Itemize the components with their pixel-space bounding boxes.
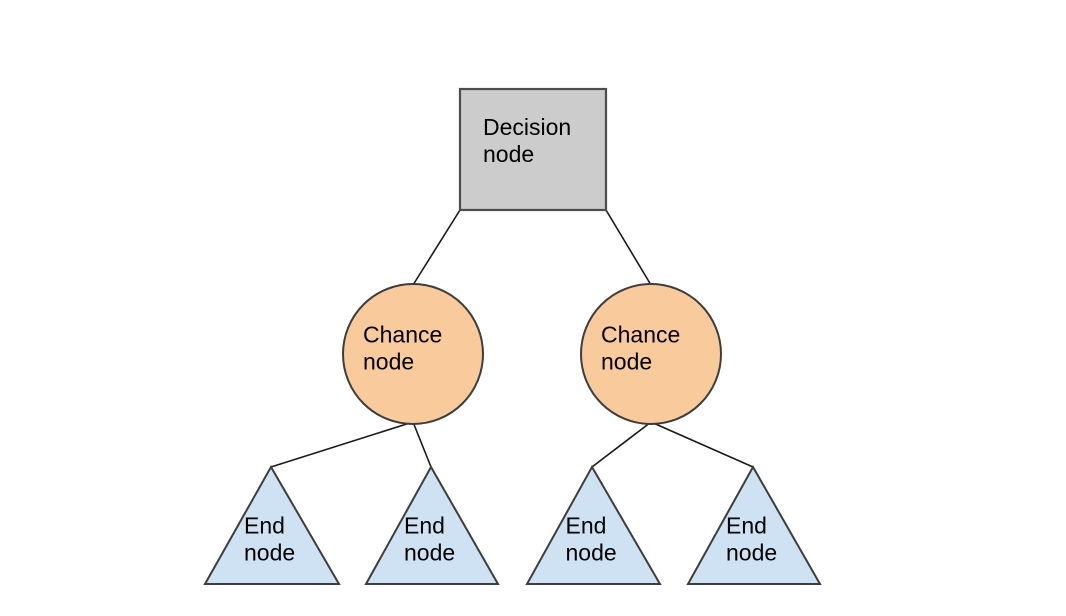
end-node-4-label-line1: End: [726, 513, 767, 539]
end-node-4-shape[interactable]: [686, 464, 822, 585]
decision-node-label-line2: node: [483, 141, 534, 167]
chance-node-left-label-line2: node: [363, 349, 414, 375]
edge-chance-right-to-end-node-3: [591, 421, 652, 468]
decision-node-shape[interactable]: [458, 87, 608, 212]
edge-decision-to-chance-right: [605, 209, 652, 286]
end-node-2-label-line1: End: [404, 513, 445, 539]
end-node-4-label-line2: node: [726, 540, 777, 566]
end-node-2-shape[interactable]: [364, 464, 500, 585]
end-node-3-shape[interactable]: [525, 464, 662, 585]
end-node-4-label: End node: [726, 513, 777, 566]
end-node-4[interactable]: End node: [686, 464, 822, 585]
end-node-3[interactable]: End node: [525, 464, 662, 585]
edge-chance-left-to-end-node-2: [412, 421, 432, 468]
end-node-2-label: End node: [404, 513, 455, 566]
chance-node-left-label-line1: Chance: [363, 322, 442, 348]
decision-node-label-line1: Decision: [483, 114, 571, 140]
chance-node-right-label-line1: Chance: [601, 322, 680, 348]
edge-chance-left-to-end-node-1: [270, 421, 414, 468]
end-node-3-label-line2: node: [566, 540, 617, 566]
edge-group: [270, 209, 754, 468]
decision-node[interactable]: Decision node: [458, 87, 608, 212]
chance-node-left-shape[interactable]: [342, 283, 484, 425]
decision-node-label: Decision node: [483, 114, 578, 167]
chance-node-left[interactable]: Chance node: [342, 283, 484, 425]
end-node-1[interactable]: End node: [203, 464, 341, 585]
chance-node-right-shape[interactable]: [580, 283, 722, 425]
end-node-1-shape[interactable]: [203, 464, 341, 585]
chance-node-right[interactable]: Chance node: [580, 283, 722, 425]
chance-node-right-label: Chance node: [601, 322, 687, 375]
end-node-1-label-line1: End: [244, 513, 285, 539]
edge-chance-right-to-end-node-4: [650, 421, 754, 468]
chance-node-right-label-line2: node: [601, 349, 652, 375]
end-node-2[interactable]: End node: [364, 464, 500, 585]
end-node-3-label-line1: End: [566, 513, 607, 539]
edge-decision-to-chance-left: [412, 209, 461, 286]
chance-node-left-label: Chance node: [363, 322, 449, 375]
end-node-1-label: End node: [244, 513, 295, 566]
end-node-1-label-line2: node: [244, 540, 295, 566]
end-node-3-label: End node: [566, 513, 617, 566]
end-node-2-label-line2: node: [404, 540, 455, 566]
